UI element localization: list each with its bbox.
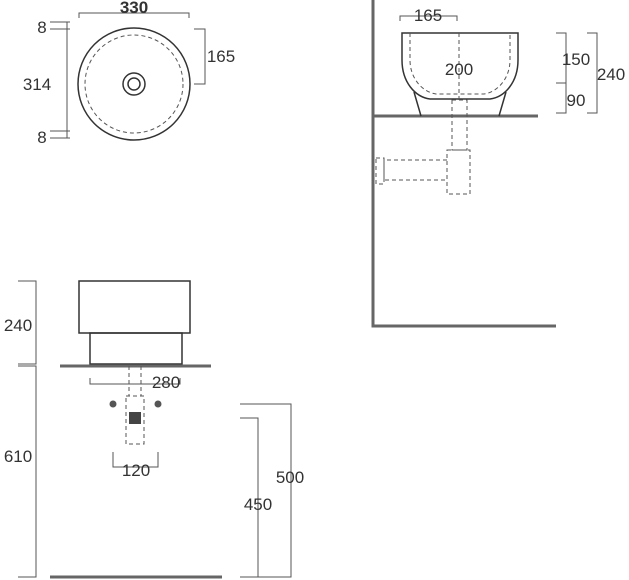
side-total-height-line	[587, 32, 598, 114]
side-halfwidth-label: 165	[414, 6, 442, 25]
front-trap-outlet	[129, 412, 141, 424]
side-basin-bowl	[401, 32, 519, 100]
top-width-dimension-line	[78, 12, 190, 18]
basin-inner-bowl	[84, 34, 184, 134]
front-inlet-height-label: 500	[276, 468, 304, 487]
front-counter-height-label: 610	[4, 447, 32, 466]
right-valve-icon	[154, 400, 162, 408]
side-basin-inner	[409, 33, 511, 95]
front-counter-height-line	[18, 365, 37, 578]
drain-outer	[122, 72, 146, 96]
side-wall-flange	[375, 157, 385, 185]
front-trap	[125, 395, 145, 445]
top-width-label: 330	[120, 0, 148, 17]
drain-inner	[127, 77, 141, 91]
front-view: 240 610 280 120 500 450	[4, 280, 304, 579]
side-bowl-height-label: 150	[562, 50, 590, 69]
front-outlet-height-label: 450	[244, 495, 272, 514]
front-basin-body	[78, 280, 191, 334]
top-radius-dimension-line	[194, 28, 206, 85]
front-trap-width-label: 120	[122, 461, 150, 480]
top-rim-top-label: 8	[37, 18, 46, 37]
front-trap-width-line	[112, 452, 159, 468]
side-halfwidth-dimension-line	[399, 15, 458, 21]
side-basin-base	[413, 91, 507, 117]
top-radius-label: 165	[207, 47, 235, 66]
front-waste-width-line	[89, 378, 181, 385]
front-waste-width-label: 280	[152, 373, 180, 392]
front-height-dimension-line	[18, 280, 37, 365]
front-drain-pipe	[128, 366, 142, 396]
side-waste-arm	[383, 159, 447, 181]
side-base-height-line	[556, 82, 567, 114]
front-outlet-height-line	[240, 417, 259, 578]
side-base-height-label: 90	[567, 91, 586, 110]
front-basin-base	[89, 332, 183, 365]
side-view: 165 200 150 240 90	[371, 0, 625, 328]
side-total-height-label: 240	[597, 65, 625, 84]
top-depth-label: 314	[23, 75, 51, 94]
top-view: 330 165 8 314 8	[23, 0, 235, 147]
side-drain-offset-label: 200	[445, 60, 473, 79]
side-wall	[371, 0, 556, 328]
front-inlet-height-line	[240, 403, 292, 578]
front-height-label: 240	[4, 316, 32, 335]
left-valve-icon	[109, 400, 117, 408]
side-drain-pipe	[451, 99, 468, 151]
basin-outer-rim	[77, 27, 191, 141]
top-rim-bottom-label: 8	[37, 128, 46, 147]
side-trap	[446, 149, 471, 195]
